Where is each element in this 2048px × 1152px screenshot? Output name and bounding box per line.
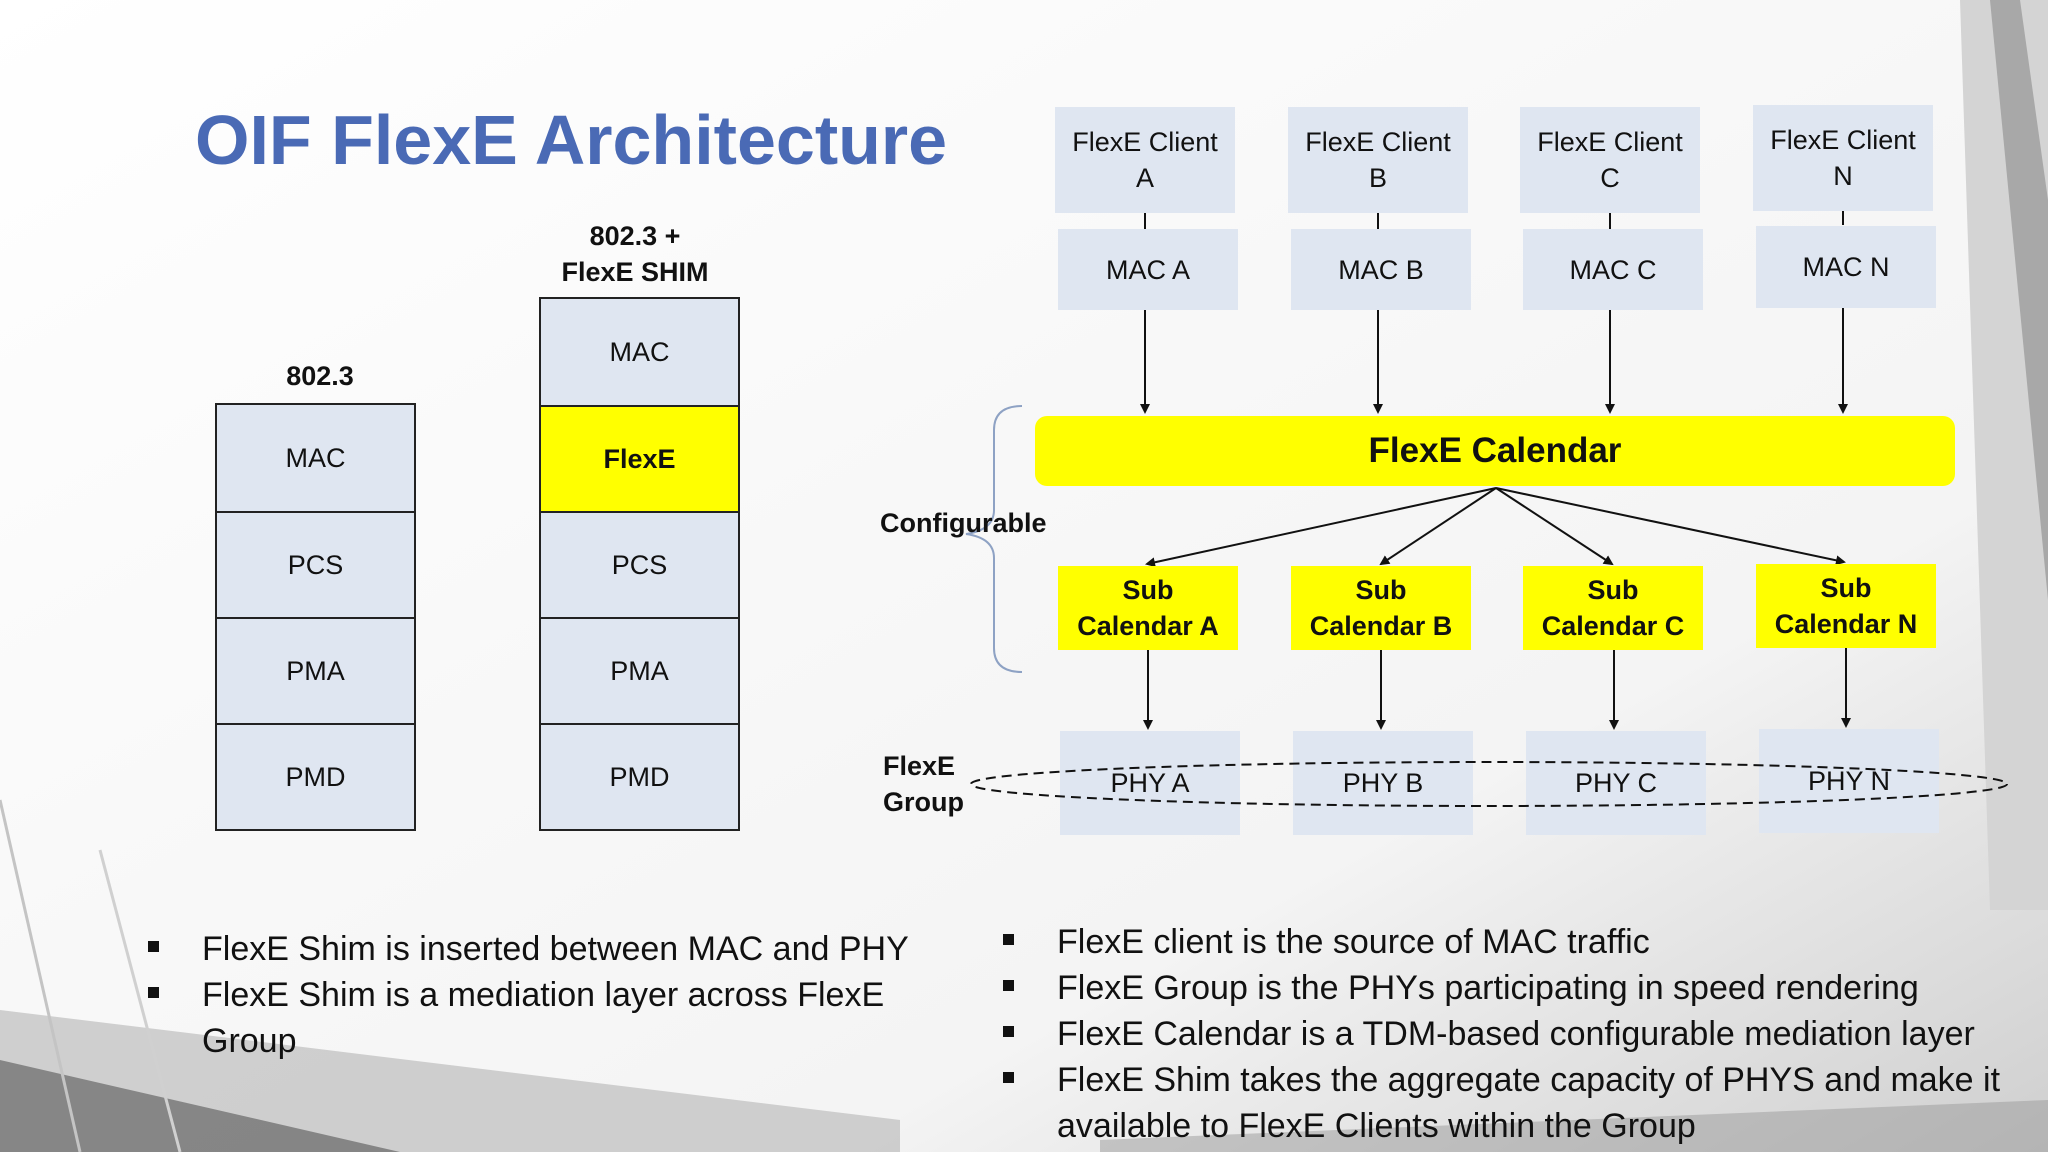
stack-8023: MAC PCS PMA PMD bbox=[215, 403, 416, 831]
phy-a-box: PHY A bbox=[1060, 731, 1240, 835]
left-bullet-item: FlexE Shim is inserted between MAC and P… bbox=[148, 926, 942, 972]
flexe-client-a-line2: A bbox=[1135, 163, 1154, 193]
right-bullet-item: FlexE Shim takes the aggregate capacity … bbox=[1003, 1057, 2007, 1149]
sub-calendar-n-line1: Sub bbox=[1820, 573, 1872, 603]
stack-shim-pmd: PMD bbox=[541, 723, 738, 829]
left-bullet-item: FlexE Shim is a mediation layer across F… bbox=[148, 972, 942, 1064]
mac-a-box: MAC A bbox=[1058, 229, 1238, 310]
configurable-label: Configurable bbox=[880, 508, 1047, 538]
sub-calendar-a-line2: Calendar A bbox=[1077, 611, 1219, 641]
mac-c-box: MAC C bbox=[1523, 229, 1703, 310]
stack-8023-mac: MAC bbox=[217, 405, 414, 511]
phy-n-box: PHY N bbox=[1759, 729, 1939, 833]
mac-b-box: MAC B bbox=[1291, 229, 1471, 310]
mac-n-box: MAC N bbox=[1756, 226, 1936, 308]
phy-c-box: PHY C bbox=[1526, 731, 1706, 835]
right-bullet-item: FlexE Calendar is a TDM-based configurab… bbox=[1003, 1011, 2007, 1057]
flexe-client-b-line1: FlexE Client bbox=[1305, 127, 1451, 157]
sub-calendar-c-line2: Calendar C bbox=[1541, 611, 1685, 641]
stack-shim-mac: MAC bbox=[541, 299, 738, 405]
phy-b-box: PHY B bbox=[1293, 731, 1473, 835]
bullet-square-icon bbox=[148, 987, 159, 998]
flexe-client-a-line1: FlexE Client bbox=[1072, 127, 1218, 157]
stack-8023-pmd: PMD bbox=[217, 723, 414, 829]
sub-calendar-a-line1: Sub bbox=[1122, 575, 1174, 605]
right-bullet-list: FlexE client is the source of MAC traffi… bbox=[1003, 919, 2007, 1149]
page-title: OIF FlexE Architecture bbox=[195, 101, 948, 179]
stack-shim-label-line1: 802.3 + bbox=[589, 221, 681, 251]
bullet-square-icon bbox=[1003, 934, 1014, 945]
sub-calendar-n-line2: Calendar N bbox=[1774, 609, 1918, 639]
flexe-client-n-line2: N bbox=[1833, 161, 1853, 191]
bullet-square-icon bbox=[148, 941, 159, 952]
left-bullet-list: FlexE Shim is inserted between MAC and P… bbox=[148, 926, 942, 1064]
stack-8023-pma: PMA bbox=[217, 617, 414, 723]
stack-shim-label: 802.3 + FlexE SHIM bbox=[530, 218, 740, 290]
flexe-client-n-line1: FlexE Client bbox=[1770, 125, 1916, 155]
stack-shim-flexe: FlexE bbox=[541, 405, 738, 511]
flexe-client-c-line2: C bbox=[1600, 163, 1620, 193]
flexe-calendar-bar: FlexE Calendar bbox=[1035, 416, 1955, 486]
stack-8023-pcs: PCS bbox=[217, 511, 414, 617]
right-bullet-item: FlexE client is the source of MAC traffi… bbox=[1003, 919, 2007, 965]
flexe-client-c-line1: FlexE Client bbox=[1537, 127, 1683, 157]
stack-shim-pma: PMA bbox=[541, 617, 738, 723]
flexe-client-b-line2: B bbox=[1368, 163, 1387, 193]
stack-shim-pcs: PCS bbox=[541, 511, 738, 617]
stack-shim-label-line2: FlexE SHIM bbox=[561, 257, 709, 287]
flexe-group-label-line2: Group bbox=[883, 787, 964, 817]
flexe-group-label-line1: FlexE bbox=[883, 751, 956, 781]
bullet-square-icon bbox=[1003, 1026, 1014, 1037]
bullet-square-icon bbox=[1003, 1072, 1014, 1083]
flexe-group-label: FlexE Group bbox=[883, 748, 964, 820]
stack-shim: MAC FlexE PCS PMA PMD bbox=[539, 297, 740, 831]
stack-8023-label: 802.3 bbox=[286, 361, 354, 391]
sub-calendar-b-line1: Sub bbox=[1355, 575, 1407, 605]
bullet-square-icon bbox=[1003, 980, 1014, 991]
sub-calendar-c-line1: Sub bbox=[1587, 575, 1639, 605]
sub-calendar-b-line2: Calendar B bbox=[1309, 611, 1453, 641]
right-bullet-item: FlexE Group is the PHYs participating in… bbox=[1003, 965, 2007, 1011]
